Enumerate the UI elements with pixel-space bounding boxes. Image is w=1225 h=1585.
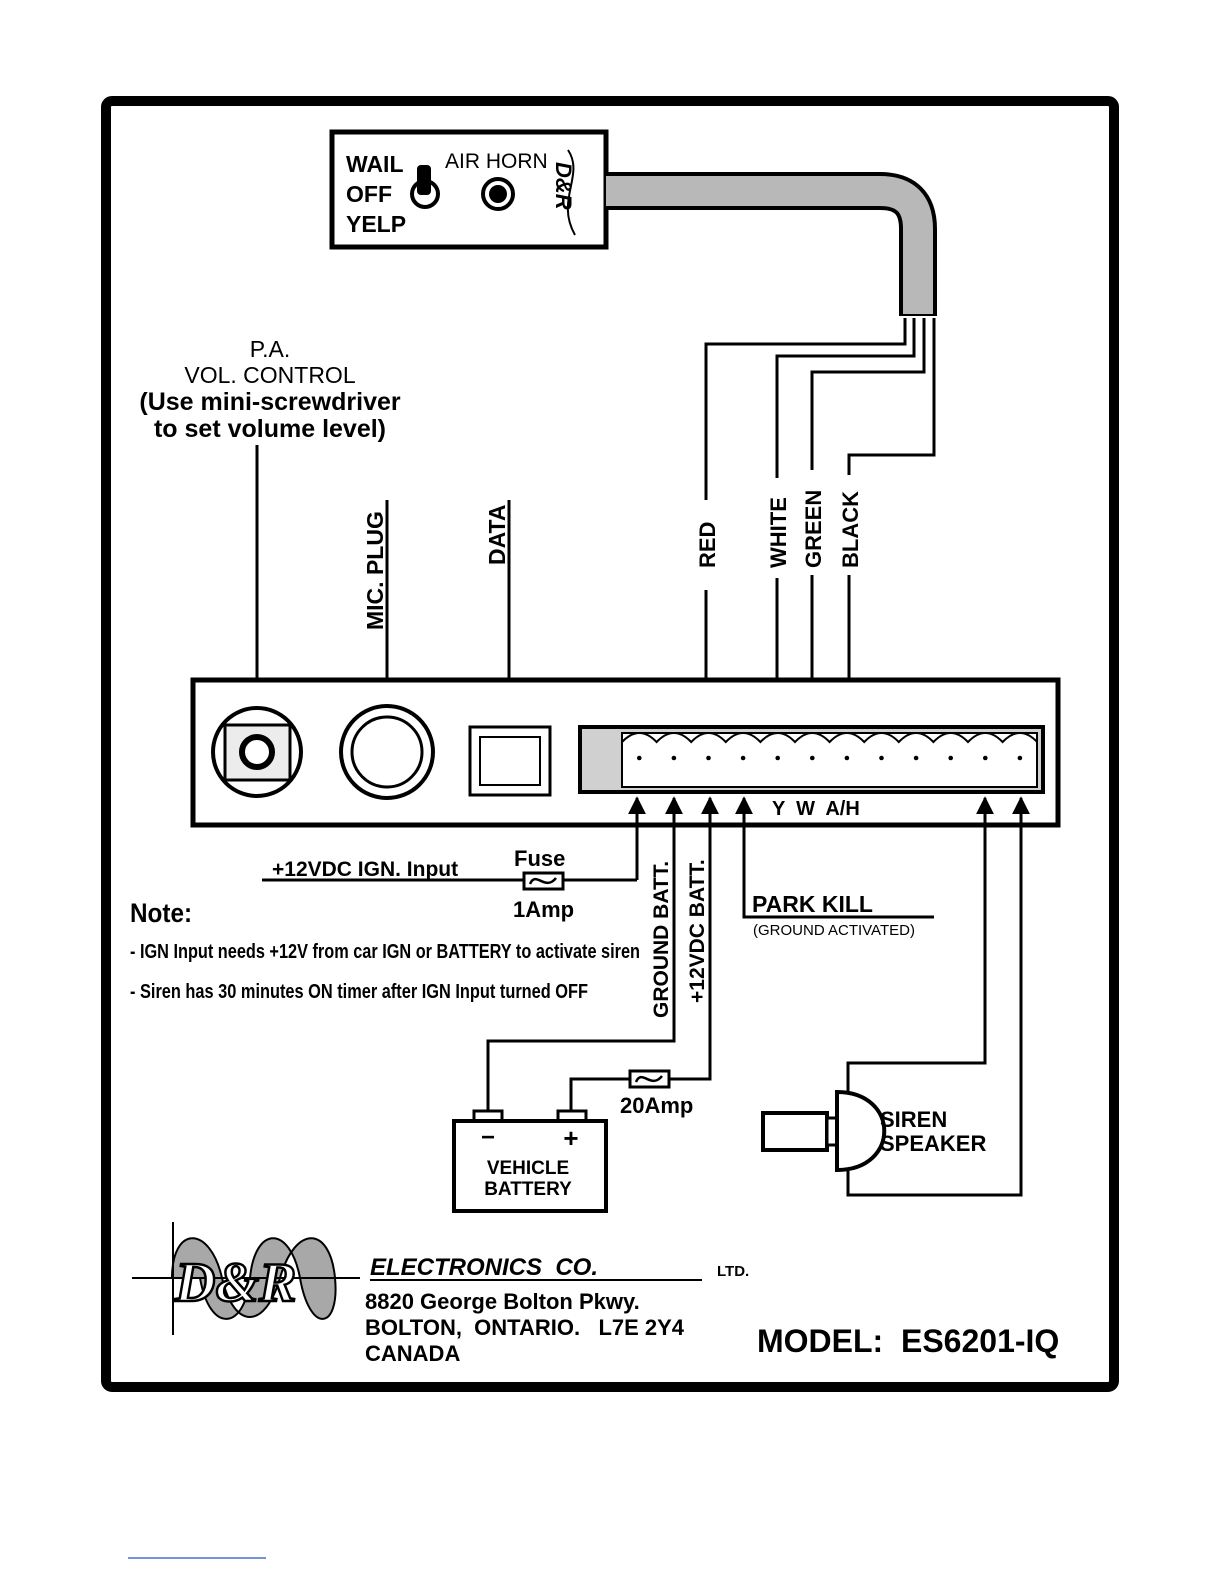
data-label: DATA: [484, 505, 510, 565]
switch-panel: WAIL OFF YELP AIR HORN D&R: [329, 129, 609, 250]
ign-input-label: +12VDC IGN. Input: [272, 858, 458, 881]
siren-module: [190, 677, 1061, 828]
outer-frame: [101, 96, 1119, 1392]
note-line-1: - IGN Input needs +12V from car IGN or B…: [130, 941, 640, 963]
terminal-screw: [1017, 755, 1023, 761]
fuse-1amp-rating: 1Amp: [513, 897, 574, 922]
terminal-screw: [983, 755, 988, 761]
mic-plug-label: MIC. PLUG: [362, 511, 388, 630]
company-logo: D&R: [132, 1222, 360, 1335]
fuse-label: Fuse: [514, 846, 565, 871]
terminal-screw: [810, 755, 815, 761]
ground-batt-label: GROUND BATT.: [650, 861, 673, 1018]
mic-plug-icon[interactable]: [339, 704, 435, 800]
pa-volume-label: P.A. VOL. CONTROL (Use mini-screwdriver …: [139, 336, 400, 443]
fuse-20amp-icon: [628, 1069, 671, 1089]
air-horn-button-icon[interactable]: [481, 177, 515, 211]
company-address-1: 8820 George Bolton Pkwy.: [365, 1289, 640, 1314]
terminal-screw: [740, 755, 746, 761]
park-kill-label: PARK KILL: [752, 891, 873, 917]
wire-label-black: BLACK: [838, 491, 863, 568]
note-line-2: - Siren has 30 minutes ON timer after IG…: [130, 981, 588, 1003]
company-name: ELECTRONICS CO.: [370, 1254, 598, 1281]
terminal-block: [578, 725, 1045, 794]
air-horn-label: AIR HORN: [445, 150, 548, 173]
svg-text:(Use mini-screwdriver: (Use mini-screwdriver: [139, 388, 400, 416]
battery-minus-terminal: −: [481, 1124, 495, 1151]
company-ltd: LTD.: [717, 1263, 749, 1280]
siren-speaker-label-1: SIREN: [880, 1107, 947, 1132]
vehicle-battery: − + VEHICLE BATTERY: [452, 1109, 608, 1213]
park-kill-note: (GROUND ACTIVATED): [753, 922, 915, 939]
siren-speaker-icon: [761, 1089, 887, 1173]
terminal-letters: Y W A/H: [772, 798, 860, 820]
fuse-1amp-icon: [522, 871, 565, 891]
mode-yelp-label: YELP: [346, 211, 406, 237]
terminal-screw: [775, 755, 780, 761]
company-address-3: CANADA: [365, 1341, 460, 1366]
svg-text:VOL. CONTROL: VOL. CONTROL: [184, 362, 355, 388]
mode-wail-label: WAIL: [346, 151, 404, 177]
svg-text:P.A.: P.A.: [250, 336, 291, 362]
mode-off-label: OFF: [346, 181, 392, 207]
panel-logo: D&R: [551, 149, 576, 236]
wire-label-white: WHITE: [766, 497, 791, 568]
terminal-screw: [913, 755, 919, 761]
svg-text:to set volume level): to set volume level): [154, 415, 386, 443]
terminal-screw: [879, 755, 884, 761]
battery-label-2: BATTERY: [484, 1179, 572, 1200]
control-cable: [606, 172, 937, 316]
terminal-screw: [948, 755, 953, 761]
svg-text:D&R: D&R: [174, 1252, 296, 1314]
terminal-screw: [844, 755, 850, 761]
toggle-switch-icon[interactable]: [410, 165, 440, 209]
data-port-icon[interactable]: [468, 725, 552, 797]
battery-label-1: VEHICLE: [487, 1158, 569, 1179]
svg-text:D&R: D&R: [551, 162, 576, 210]
terminal-screw: [706, 755, 711, 761]
note-title: Note:: [130, 899, 192, 928]
wire-label-red: RED: [695, 522, 720, 568]
wire-label-green: GREEN: [801, 490, 826, 568]
company-address-2: BOLTON, ONTARIO. L7E 2Y4: [365, 1315, 685, 1340]
fuse-20amp-rating: 20Amp: [620, 1093, 693, 1118]
volume-control-icon[interactable]: [211, 706, 303, 798]
model-number: MODEL: ES6201-IQ: [757, 1323, 1059, 1359]
plus-batt-label: +12VDC BATT.: [686, 859, 709, 1003]
siren-speaker-label-2: SPEAKER: [880, 1131, 986, 1156]
battery-plus-terminal: +: [563, 1123, 578, 1153]
terminal-screw: [671, 755, 677, 761]
terminal-screw: [637, 755, 642, 761]
